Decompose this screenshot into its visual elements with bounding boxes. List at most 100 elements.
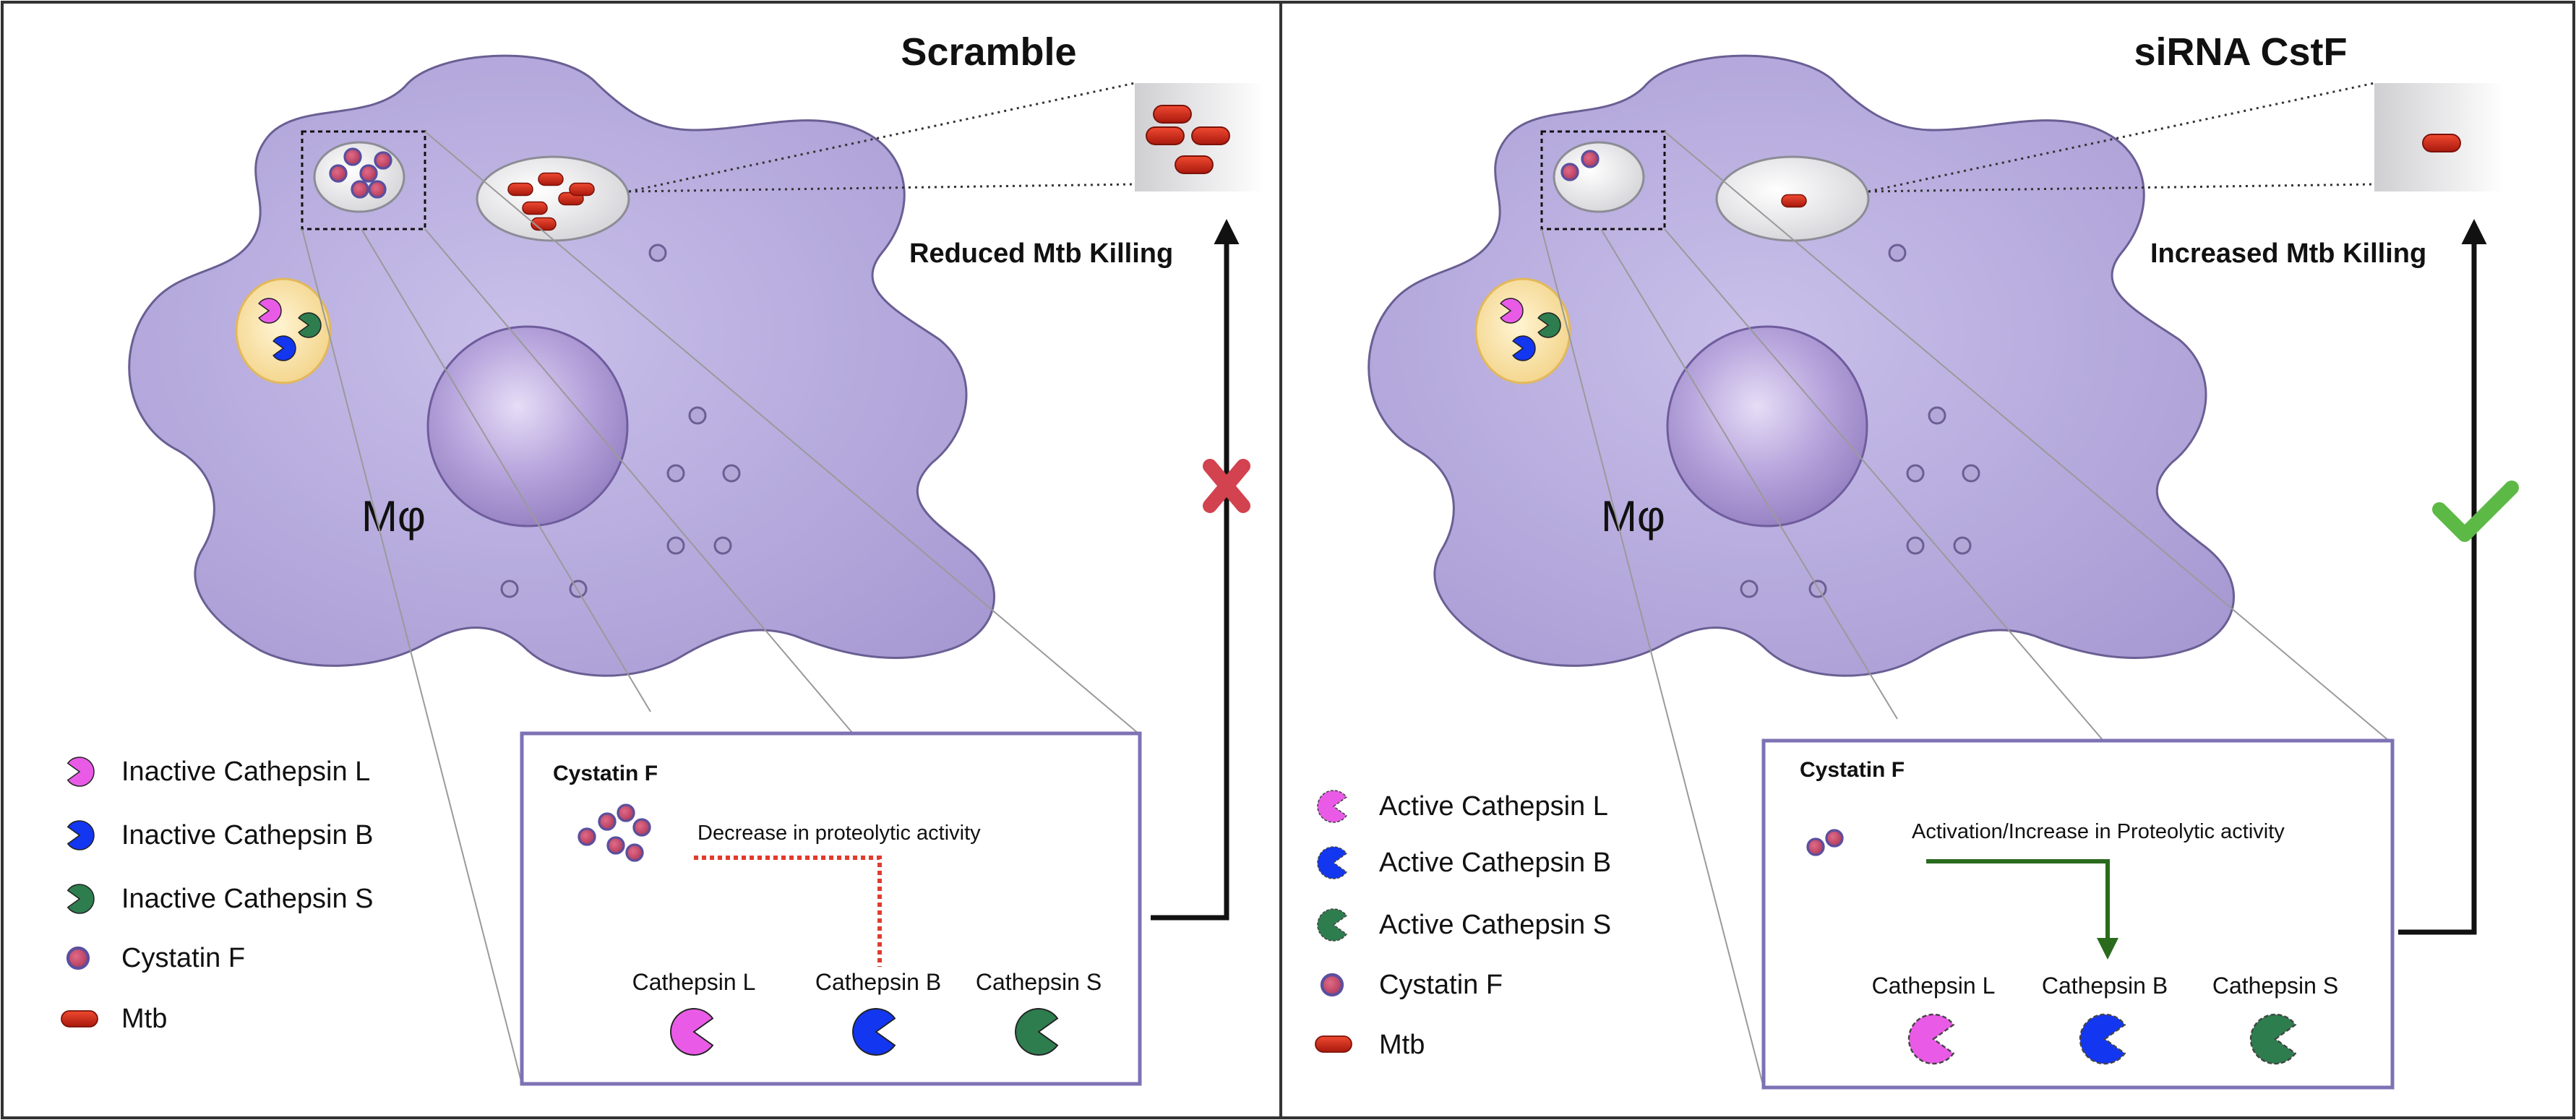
cystatin-f-icon xyxy=(351,180,369,199)
panel-scramble: Scramble Mφ Reduced Mtb Killing xyxy=(61,30,1265,1086)
vesicle-cystatin-group xyxy=(1560,150,1600,181)
cathepsin-label: Cathepsin B xyxy=(2042,973,2168,999)
box-cathepsin-group xyxy=(670,1008,1059,1056)
mtb-icon xyxy=(1315,1035,1352,1053)
small-vesicle xyxy=(722,464,741,483)
inhibition-line xyxy=(694,856,882,967)
panel-title: Scramble xyxy=(901,30,1076,74)
cystatin-f-icon xyxy=(578,827,596,846)
small-vesicles xyxy=(500,244,741,598)
small-vesicle xyxy=(666,464,685,483)
zoom-selection-box xyxy=(1540,130,1666,231)
active-cathepsin-b-icon xyxy=(2079,1013,2126,1065)
legend-label: Active Cathepsin S xyxy=(1379,910,1611,940)
small-vesicle xyxy=(569,580,588,598)
box-cystatin-group xyxy=(1806,829,1844,856)
cathepsin-label: Cathepsin L xyxy=(632,969,756,995)
small-vesicle xyxy=(688,406,707,425)
cathepsin-label: Cathepsin S xyxy=(2212,973,2338,999)
inset-mtb-group xyxy=(2422,134,2461,152)
inactive-cathepsin-s-icon xyxy=(1537,312,1561,338)
active-cathepsin-s-icon xyxy=(1317,908,1347,942)
zoom-box-title: Cystatin F xyxy=(1800,758,1905,782)
panel-sirna: siRNA CstF Mφ Increased Mtb Killing xyxy=(1315,30,2519,1090)
small-vesicle xyxy=(1962,464,1980,483)
small-vesicle xyxy=(1888,244,1907,262)
inactive-cathepsin-b-icon xyxy=(272,335,296,361)
legend-label: Cystatin F xyxy=(121,943,245,973)
activation-arrow xyxy=(1926,859,2118,960)
inactive-cathepsin-b-icon xyxy=(1512,335,1536,361)
small-vesicles xyxy=(1740,244,1980,598)
active-cathepsin-s-icon xyxy=(2249,1013,2297,1065)
inset-mtb-group xyxy=(1146,105,1230,174)
inset-guide-line xyxy=(1868,82,2375,193)
mtb-icon xyxy=(2422,134,2461,152)
mtb-icon xyxy=(569,182,595,197)
legend-label: Active Cathepsin L xyxy=(1379,791,1608,822)
cystatin-f-icon xyxy=(374,151,392,170)
mtb-icon xyxy=(1146,126,1185,145)
inactive-cathepsin-b-icon xyxy=(852,1008,896,1056)
legend: Active Cathepsin L Active Cathepsin B Ac… xyxy=(1315,790,1611,1060)
cathepsin-label: Cathepsin B xyxy=(815,969,941,995)
legend-icons xyxy=(61,757,98,1028)
box-cystatin-group xyxy=(578,804,651,862)
zoom-connector-lines xyxy=(1541,131,2390,1088)
cystatin-f-icon xyxy=(598,812,617,831)
cystatin-f-icon xyxy=(625,843,644,862)
legend-icons xyxy=(1315,790,1352,1053)
zoom-selection-box xyxy=(301,130,426,231)
cathepsin-granule xyxy=(235,277,332,384)
cystatin-f-icon xyxy=(1560,163,1579,181)
small-vesicle xyxy=(500,580,519,598)
inset-guide-line xyxy=(628,82,1135,193)
active-cathepsin-l-icon xyxy=(1907,1013,1955,1065)
mtb-icon xyxy=(1781,194,1807,208)
cystatin-f-icon xyxy=(66,946,90,970)
legend-label: Mtb xyxy=(121,1004,167,1034)
macrophage-label: Mφ xyxy=(1601,492,1665,540)
cystatin-f-icon xyxy=(329,164,348,183)
cystatin-f-icon xyxy=(359,164,378,183)
mtb-icon xyxy=(1175,155,1214,174)
phagosome xyxy=(476,155,630,242)
outcome-arrow xyxy=(1151,219,1240,921)
cystatin-f-icon xyxy=(1825,829,1844,848)
cross-icon xyxy=(1203,459,1250,513)
cystatin-zoom-box: Cystatin F Decrease in proteolytic activ… xyxy=(520,731,1142,1086)
cystatin-f-icon xyxy=(632,818,651,837)
small-vesicle xyxy=(1906,536,1925,555)
legend-label: Mtb xyxy=(1379,1030,1425,1060)
legend-label: Inactive Cathepsin B xyxy=(121,820,374,850)
active-cathepsin-l-icon xyxy=(1317,790,1347,823)
outcome-arrow xyxy=(2398,219,2487,935)
zoom-connector-lines xyxy=(301,131,1139,1085)
panel-title: siRNA CstF xyxy=(2134,30,2347,74)
mtb-icon xyxy=(1191,126,1230,145)
cell-nucleus xyxy=(1666,325,1868,527)
killing-label: Reduced Mtb Killing xyxy=(909,238,1173,269)
small-vesicle xyxy=(648,244,667,262)
mtb-icon xyxy=(522,201,548,215)
cell-nucleus xyxy=(426,325,629,527)
cystatin-f-icon xyxy=(368,180,387,199)
effect-label: Activation/Increase in Proteolytic activ… xyxy=(1912,820,2285,843)
small-vesicle xyxy=(713,536,732,555)
inactive-cathepsin-l-icon xyxy=(1500,298,1524,324)
inactive-cathepsin-s-icon xyxy=(66,884,95,914)
cystatin-f-icon xyxy=(1581,150,1600,168)
mtb-icon xyxy=(538,172,564,186)
inactive-cathepsin-s-icon xyxy=(1015,1008,1059,1056)
cystatin-f-icon xyxy=(1806,837,1825,856)
zoom-box-frame xyxy=(1761,738,2395,1090)
cystatin-zoom-box: Cystatin F Activation/Increase in Proteo… xyxy=(1761,738,2395,1090)
mtb-icon xyxy=(61,1010,98,1028)
small-vesicle xyxy=(1953,536,1972,555)
box-cathepsin-group xyxy=(1907,1013,2297,1065)
cystatin-vesicle xyxy=(1553,141,1645,213)
zoom-box-title: Cystatin F xyxy=(553,762,658,785)
mtb-icon xyxy=(507,182,533,197)
